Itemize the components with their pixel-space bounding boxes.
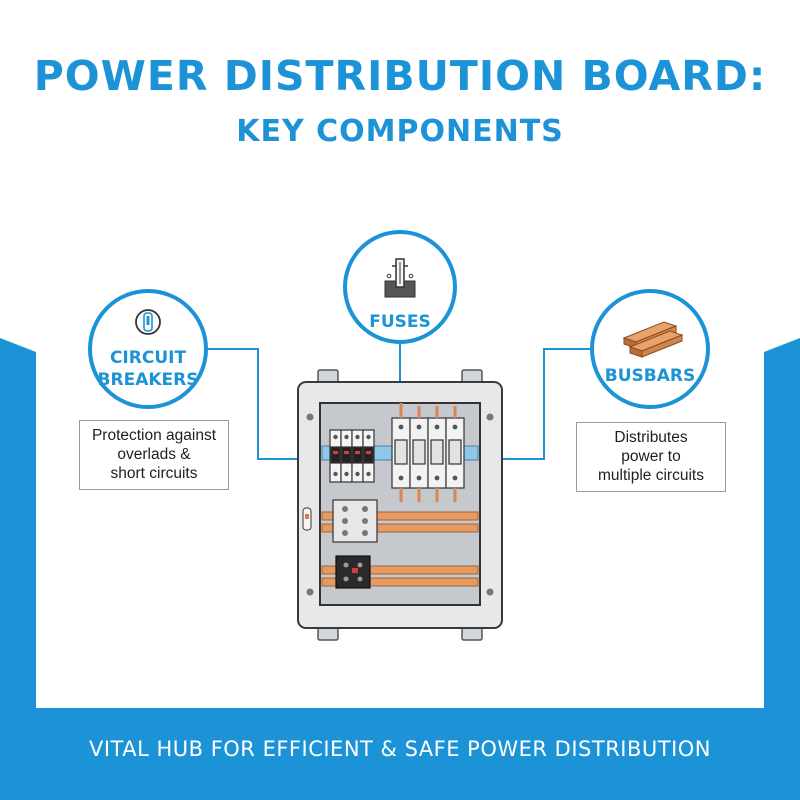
fuse-icon <box>384 258 416 298</box>
breakers-description: Protection against overlads & short circ… <box>79 420 229 490</box>
footer-banner <box>0 708 800 800</box>
busbars-description: Distributes power to multiple circuits <box>576 422 726 492</box>
busbars-desc-line2: power to <box>621 448 681 465</box>
footer-banner-text: VITAL HUB FOR EFFICIENT & SAFE POWER DIS… <box>88 737 712 761</box>
page-subtitle: KEY COMPONENTS <box>236 114 564 149</box>
fuses-label: FUSES <box>369 312 431 332</box>
left-blue-band <box>0 338 36 710</box>
busbars-desc-line1: Distributes <box>614 429 688 446</box>
breakers-desc-line3: short circuits <box>110 465 198 482</box>
breaker-switch-icon <box>135 309 161 335</box>
breakers-desc-line1: Protection against <box>91 427 217 444</box>
busbars-label: BUSBARS <box>604 366 696 386</box>
busbars-desc-line3: multiple circuits <box>598 467 704 484</box>
breakers-label-line1: CIRCUIT <box>109 348 187 368</box>
copper-bars-icon <box>622 321 684 358</box>
breakers-label: CIRCUIT BREAKERS <box>90 347 206 391</box>
breakers-circle <box>88 289 208 409</box>
breakers-desc-line2: overlads & <box>117 446 191 463</box>
page-title: POWER DISTRIBUTION BOARD: <box>33 52 767 100</box>
breakers-label-line2: BREAKERS <box>97 370 199 390</box>
distribution-board <box>297 369 503 641</box>
right-blue-band <box>764 338 800 710</box>
